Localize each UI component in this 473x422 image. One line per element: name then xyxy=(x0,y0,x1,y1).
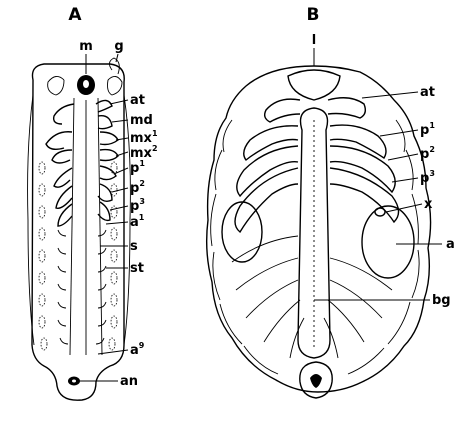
embryo-b-leg-p1 xyxy=(330,125,386,158)
embryo-a-drawing xyxy=(28,58,131,400)
label-a-an: an xyxy=(120,374,138,389)
panel-b: B xyxy=(207,5,455,398)
label-a-st: st xyxy=(130,261,144,276)
embryo-b-outline xyxy=(207,66,431,392)
label-a-s: s xyxy=(130,239,138,254)
embryo-b-abd-fold xyxy=(236,258,298,290)
embryo-a-segment xyxy=(58,302,106,308)
embryo-b-abd-fold xyxy=(232,236,298,262)
embryo-a-nerve-cord xyxy=(98,98,102,355)
embryo-a-leg-p1 xyxy=(100,166,116,180)
embryo-b-fold xyxy=(215,150,222,190)
embryo-a-maxilla-2 xyxy=(52,150,72,163)
embryo-a-mandible xyxy=(98,116,112,129)
embryo-a-head-lobe xyxy=(108,76,123,95)
label-b-p3: p3 xyxy=(420,169,435,186)
label-b-x: x xyxy=(424,197,433,212)
panel-b-letter: B xyxy=(307,5,320,25)
panel-a: A xyxy=(28,5,158,400)
embryo-a-leg-p2 xyxy=(98,184,112,201)
label-b-bg: bg xyxy=(432,293,451,308)
embryo-a-maxilla-1 xyxy=(46,132,72,150)
embryo-b-fold xyxy=(388,302,410,344)
embryo-a-anus-inner xyxy=(72,380,76,383)
embryo-a-segment xyxy=(58,248,106,254)
embryo-b-leg-p1 xyxy=(244,126,298,160)
embryo-b-anus xyxy=(310,374,322,388)
label-b-at: at xyxy=(420,85,435,100)
embryo-a-nerve-cord xyxy=(70,98,74,355)
embryo-b-labrum xyxy=(288,70,340,100)
label-b-l: l xyxy=(312,33,316,48)
embryo-a-segment xyxy=(58,266,106,272)
label-a-p1: p1 xyxy=(130,159,145,176)
embryo-b-abd-fold xyxy=(330,280,382,318)
label-a-md: md xyxy=(130,113,153,128)
embryo-a-head-lobe xyxy=(48,76,64,95)
embryo-a-maxilla-2 xyxy=(100,150,118,161)
embryo-b-antenna xyxy=(328,98,365,118)
embryo-b-oval-a xyxy=(362,206,414,278)
embryo-b-abd-fold xyxy=(330,258,392,290)
label-a-p3: p3 xyxy=(130,197,145,214)
embryo-b-leg-p3 xyxy=(330,168,399,222)
panel-a-letter: A xyxy=(68,5,82,25)
embryo-b-abd-fold xyxy=(328,300,364,342)
label-a-a9: a9 xyxy=(130,341,145,358)
embryo-b-fold xyxy=(412,194,418,244)
embryo-b-antenna xyxy=(265,99,300,122)
embryo-a-maxilla-1 xyxy=(100,132,118,145)
label-a-p2: p2 xyxy=(130,179,145,196)
embryo-a-segment xyxy=(58,230,106,236)
embryo-a-segment xyxy=(58,284,106,290)
embryo-a-mouth-inner xyxy=(83,80,89,88)
embryo-b-x-structure xyxy=(375,208,385,216)
label-b-p2: p2 xyxy=(420,145,435,162)
embryo-a-mandible xyxy=(54,104,74,124)
label-b-a: a xyxy=(446,237,455,252)
label-a-a1: a1 xyxy=(130,213,145,230)
embryo-a-leg-p1 xyxy=(54,168,72,187)
label-a-m: m xyxy=(79,39,93,54)
embryo-b-fold xyxy=(223,120,232,152)
label-b-p1: p1 xyxy=(420,121,435,138)
embryo-b-leg-p3 xyxy=(235,168,298,232)
embryo-b-drawing xyxy=(207,66,431,398)
label-a-at: at xyxy=(130,93,145,108)
embryo-b-abd-fold xyxy=(264,300,300,342)
embryo-b-fold xyxy=(348,348,384,374)
embryo-a-segment xyxy=(60,338,104,344)
embryo-a-segment xyxy=(58,320,106,326)
label-a-g: g xyxy=(114,39,123,54)
embryo-b-fold xyxy=(396,120,405,152)
embryo-b-fold xyxy=(213,252,220,300)
panel-a-leaders xyxy=(80,54,128,381)
embryo-b-fold xyxy=(412,250,419,298)
embryo-b-abd-fold xyxy=(246,280,298,318)
embryo-b-oval-left xyxy=(222,202,262,262)
embryo-a-outline xyxy=(32,64,124,400)
embryo-b-fold xyxy=(211,194,216,246)
